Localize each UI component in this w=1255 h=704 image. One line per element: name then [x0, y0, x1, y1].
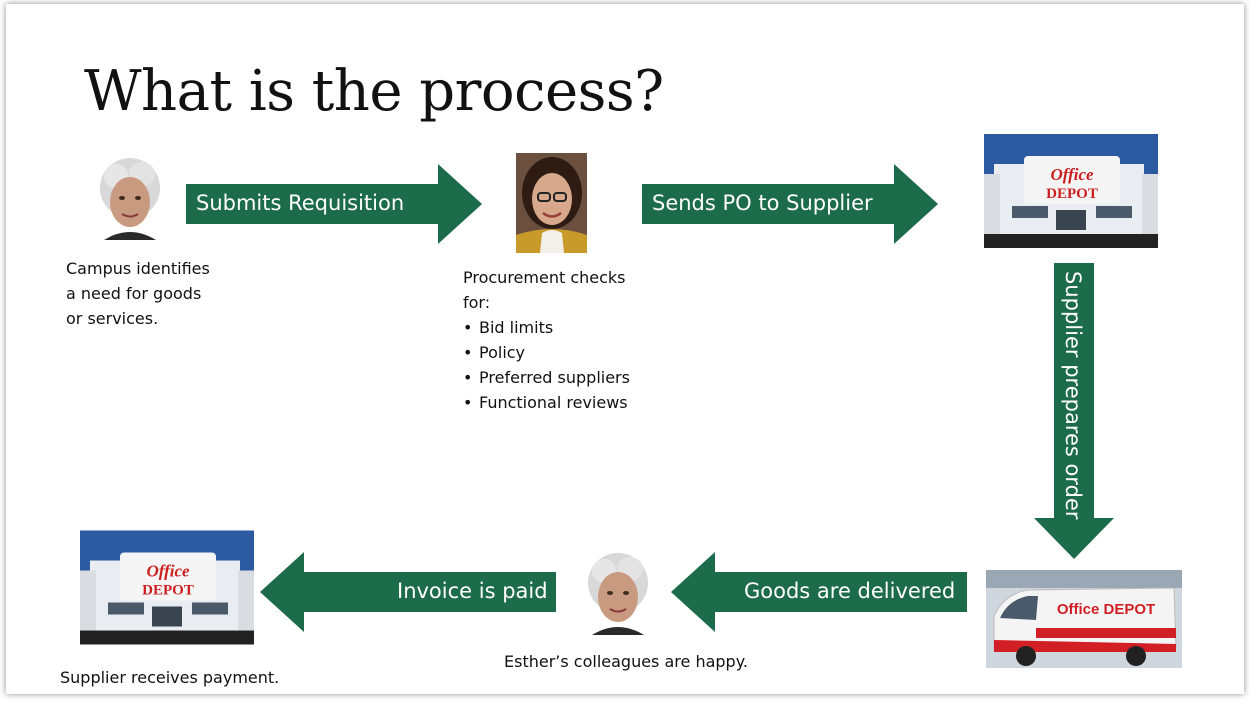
sends-po-arrow: Sends PO to Supplier — [642, 164, 938, 244]
office-depot-van-photo: Office DEPOT — [986, 570, 1182, 668]
invoice-paid-arrow: Invoice is paid — [260, 552, 556, 632]
procurement-line: for: — [463, 293, 491, 312]
goods-delivered-arrow: Goods are delivered — [671, 552, 967, 632]
store-logo-office: Office — [1050, 165, 1094, 184]
store-logo-depot-2: DEPOT — [142, 583, 194, 599]
campus-line: Campus identifies — [66, 259, 210, 278]
campus-description: Campus identifies a need for goods or se… — [66, 256, 210, 331]
procurement-checklist: Bid limits Policy Preferred suppliers Fu… — [463, 315, 630, 415]
campus-line: or services. — [66, 309, 159, 328]
supplier-prepares-arrow: Supplier prepares order — [1034, 263, 1114, 559]
office-depot-store-photo-2: Office DEPOT — [80, 530, 254, 645]
procurement-description: Procurement checks for: Bid limits Polic… — [463, 265, 630, 415]
submits-requisition-arrow: Submits Requisition — [186, 164, 482, 244]
supplier-prepares-label: Supplier prepares order — [1061, 271, 1085, 520]
check-item: Functional reviews — [463, 390, 630, 415]
check-item: Policy — [463, 340, 630, 365]
office-depot-store-photo: Office DEPOT — [984, 134, 1158, 248]
colleagues-caption: Esther’s colleagues are happy. — [504, 652, 748, 671]
goods-delivered-label: Goods are delivered — [744, 579, 956, 603]
campus-line: a need for goods — [66, 284, 202, 303]
payment-caption: Supplier receives payment. — [60, 668, 280, 687]
check-item: Preferred suppliers — [463, 365, 630, 390]
sends-po-label: Sends PO to Supplier — [652, 191, 873, 215]
submits-requisition-label: Submits Requisition — [196, 191, 405, 215]
store-logo-office-2: Office — [146, 562, 190, 581]
procurement-line: Procurement checks — [463, 268, 626, 287]
esther-colleagues-photo — [580, 549, 656, 635]
store-logo-depot: DEPOT — [1046, 186, 1098, 202]
check-item: Bid limits — [463, 315, 630, 340]
van-logo: Office DEPOT — [1057, 601, 1155, 618]
procurement-photo — [516, 153, 587, 253]
invoice-paid-label: Invoice is paid — [397, 579, 548, 603]
slide-title: What is the process? — [84, 59, 664, 124]
slide: What is the process? Office DE — [6, 4, 1244, 694]
esther-photo — [92, 154, 168, 240]
